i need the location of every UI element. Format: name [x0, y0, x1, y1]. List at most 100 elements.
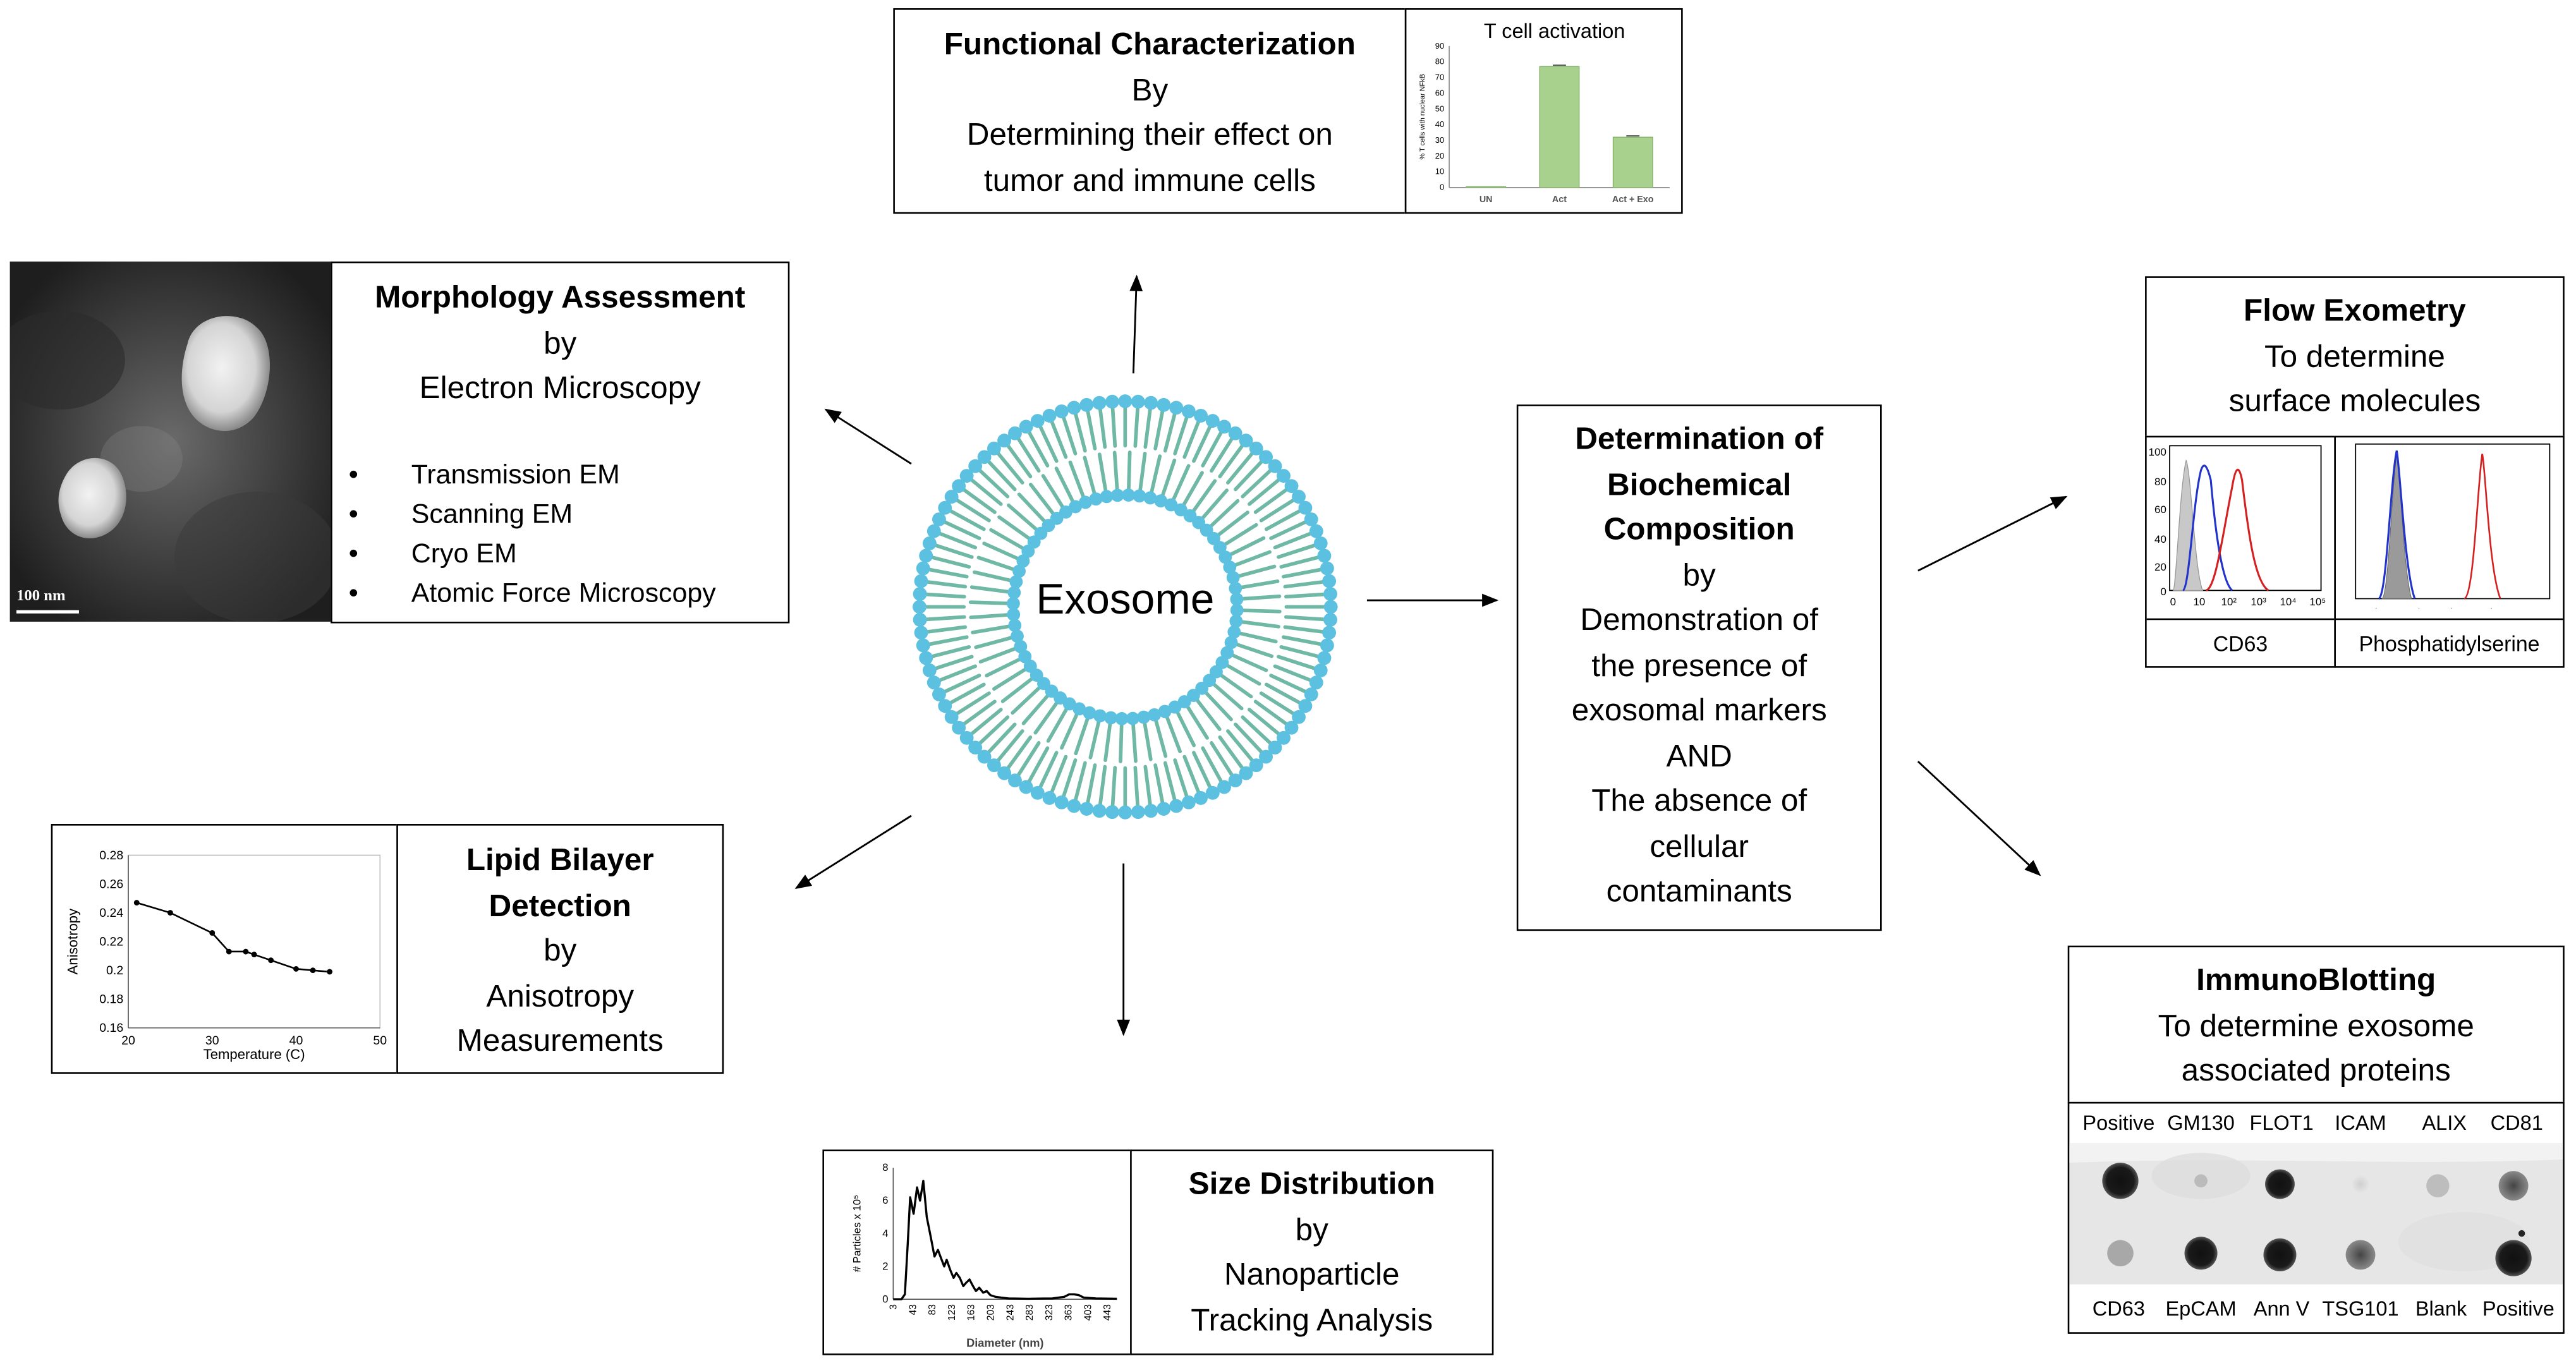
y-tick-label: 20: [1435, 151, 1444, 160]
x-tick-label-group: 123: [947, 1304, 957, 1321]
lipid-tail: [987, 459, 1017, 492]
lipid-tail: [1150, 454, 1162, 493]
y-tick-label: 0: [882, 1293, 888, 1305]
data-point: [209, 930, 216, 936]
lipid-head: [1018, 650, 1032, 663]
vesicle-shape: [58, 457, 126, 539]
flow-label-phosphatidylserine: Phosphatidylserine: [2359, 631, 2540, 657]
lipid-tail: [996, 729, 1024, 762]
lipid-head: [1093, 709, 1107, 723]
lipid-tail: [1259, 691, 1296, 716]
size-distribution-line: [893, 1180, 1117, 1300]
y-tick-label: 0.24: [99, 906, 123, 920]
lipid-tail: [1241, 620, 1280, 629]
lipid-head: [1309, 675, 1323, 690]
lipid-head: [997, 433, 1012, 448]
x-tick-label-group: 83: [927, 1304, 938, 1315]
lipid-tail: [989, 528, 1024, 550]
svg-text:20: 20: [2154, 561, 2166, 573]
lipid-tail: [1234, 459, 1263, 492]
biochem-title: Biochemical: [1607, 468, 1792, 503]
lipid-head: [1268, 741, 1282, 755]
lipid-tail: [997, 515, 1031, 540]
lipid-head: [1083, 706, 1097, 720]
lipid-head: [1100, 490, 1114, 504]
x-tick-label: 30: [205, 1034, 219, 1048]
red-histogram-curve: [2464, 454, 2501, 600]
lipid-head: [1284, 479, 1299, 493]
lipid-tail: [1086, 763, 1097, 804]
lipid-head: [1268, 459, 1282, 473]
lipid-head: [968, 741, 983, 755]
lipid-head: [1313, 536, 1328, 550]
lipid-tail: [930, 645, 971, 658]
lipid-head: [1137, 710, 1151, 724]
immuno-title: ImmunoBlotting: [2196, 964, 2436, 998]
lipid-tail: [1006, 735, 1033, 770]
lipid-tail: [1237, 564, 1277, 578]
lipid-tail: [1021, 694, 1050, 725]
lipid-tail: [1086, 409, 1097, 451]
lipid-tail: [1210, 741, 1234, 777]
lipid-head: [1105, 394, 1119, 409]
lipid-head: [1194, 791, 1208, 805]
lipid-tail: [1234, 722, 1263, 754]
x-tick-label-group: 363: [1063, 1304, 1074, 1321]
lipid-tail: [974, 636, 1013, 650]
size-line: Nanoparticle: [1224, 1258, 1400, 1293]
data-point: [243, 948, 249, 955]
lipid-head: [1072, 702, 1086, 716]
morphology-line: by: [544, 326, 577, 361]
lipid-tail: [1284, 615, 1326, 622]
lipid-tail: [1138, 451, 1147, 492]
lipid-tail: [1050, 754, 1068, 794]
lipid-head: [1008, 426, 1022, 440]
lipid-head: [1239, 766, 1253, 780]
data-point: [293, 965, 299, 972]
lipid-tail: [1127, 451, 1132, 490]
morphology-assessment-box: Morphology Assessment by Electron Micros…: [331, 261, 790, 624]
lipid-title: Lipid Bilayer: [466, 844, 654, 878]
lipid-head: [1144, 804, 1158, 818]
lipid-tail: [1234, 550, 1272, 567]
blot-dot: [2263, 1238, 2297, 1271]
blot-label-top: FLOT1: [2249, 1111, 2314, 1135]
scale-bar-label: 100 nm: [16, 588, 66, 605]
lipid-head: [1131, 805, 1145, 820]
lipid-head: [1169, 401, 1184, 415]
lipid-tail: [1143, 722, 1153, 761]
x-axis-label: Temperature (C): [204, 1046, 305, 1062]
lipid-head: [1194, 408, 1208, 423]
lipid-head: [1224, 636, 1238, 650]
lipid-head: [922, 663, 937, 677]
lipid-tail: [1273, 664, 1313, 682]
lipid-head: [1298, 699, 1313, 713]
lipid-tail: [1264, 509, 1302, 531]
lipid-tail: [1241, 715, 1272, 745]
lipid-head: [1157, 397, 1171, 412]
svg-text:10⁴: 10⁴: [2280, 596, 2296, 608]
lipid-head: [1030, 414, 1045, 428]
lipid-head: [1012, 564, 1026, 578]
lipid-tail: [1161, 458, 1177, 497]
lipid-tail: [1007, 503, 1038, 531]
y-tick-label: 0.28: [99, 849, 123, 863]
microscopy-method-list: Transmission EM Scanning EM Cryo EM Atom…: [349, 456, 716, 614]
lipid-tail: [1103, 722, 1112, 762]
lipid-head: [1323, 612, 1337, 627]
lipid-head: [1226, 571, 1240, 584]
lipid-head: [1217, 780, 1231, 794]
y-tick-label: 2: [882, 1260, 888, 1272]
lipid-head: [1023, 659, 1037, 673]
lipid-head: [1007, 586, 1021, 600]
lipid-head: [1320, 561, 1334, 576]
y-tick-label: 4: [882, 1227, 888, 1239]
blot-label-bottom: Blank: [2415, 1297, 2467, 1321]
lipid-tail: [1283, 625, 1325, 634]
lipid-head: [1042, 791, 1057, 805]
immunoblotting-box: ImmunoBlotting To determine exosome asso…: [2067, 945, 2565, 1104]
lipid-head: [927, 675, 941, 690]
lipid-line: by: [544, 934, 577, 969]
svg-text:60: 60: [2154, 504, 2166, 516]
